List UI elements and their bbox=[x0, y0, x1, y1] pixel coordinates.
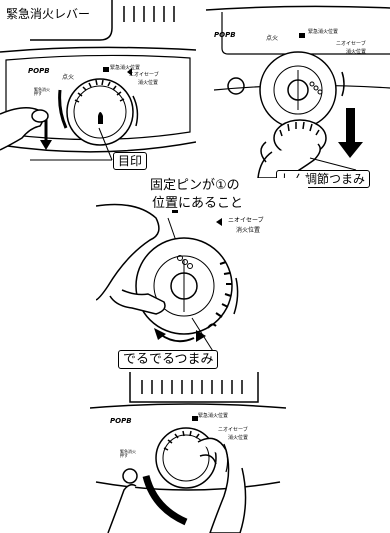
emergency-position-text: 緊急消火位置 bbox=[308, 29, 339, 35]
brand-logo: POPB bbox=[110, 417, 132, 425]
diagram-panel-fixing-pin: 緊急消火位置 ニオイセーブ 消火位置 bbox=[96, 178, 308, 370]
extinguish-position-text: 消火位置 bbox=[236, 227, 261, 234]
emergency-lever-label: 緊急消火レバー bbox=[6, 7, 93, 21]
emergency-push-text: 緊急消火押す bbox=[34, 87, 50, 96]
brand-logo: POPB bbox=[214, 31, 236, 39]
odor-safe-text: ニオイセーブ bbox=[228, 217, 264, 224]
ignite-text: 点火 bbox=[62, 74, 75, 81]
deru-deru-knob-label: でるでるつまみ bbox=[118, 350, 219, 369]
fixing-pin-note-line2: 位置にあること bbox=[152, 196, 244, 211]
diagram-panel-reset: POPB 緊急消火位置 ニオイセーブ 消火位置 緊急消火押す bbox=[90, 372, 286, 533]
emergency-position-text: 緊急消火位置 bbox=[198, 413, 229, 419]
extinguish-position-text: 消火位置 bbox=[138, 80, 159, 86]
odor-safe-text: ニオイセーブ bbox=[129, 72, 159, 78]
fixing-pin-note-line1: 固定ピンが①の bbox=[150, 178, 240, 193]
ignite-text: 点火 bbox=[266, 35, 279, 42]
diagram-panel-lever: 緊急消火レバー POPB 点火 緊急消火位置 ニオイセーブ 消火位置 緊急消火押… bbox=[0, 0, 196, 178]
reset-illustration bbox=[90, 372, 286, 533]
heater-front-illustration bbox=[0, 0, 196, 161]
odor-safe-text: ニオイセーブ bbox=[336, 41, 366, 47]
odor-safe-text: ニオイセーブ bbox=[218, 427, 248, 433]
diagram-panel-wick-knob: POPB 点火 緊急消火位置 ニオイセーブ 消火位置 しん調節つまみ bbox=[196, 0, 390, 190]
mark-label: 目印 bbox=[113, 152, 148, 170]
emergency-push-text: 緊急消火押す bbox=[120, 449, 136, 458]
extinguish-position-text: 消火位置 bbox=[346, 49, 367, 55]
wick-knob-illustration bbox=[205, 5, 390, 179]
brand-logo: POPB bbox=[28, 67, 50, 75]
extinguish-position-text: 消火位置 bbox=[228, 435, 249, 441]
fixing-pin-illustration bbox=[96, 203, 239, 357]
emergency-position-text: 緊急消火位置 bbox=[110, 65, 141, 71]
